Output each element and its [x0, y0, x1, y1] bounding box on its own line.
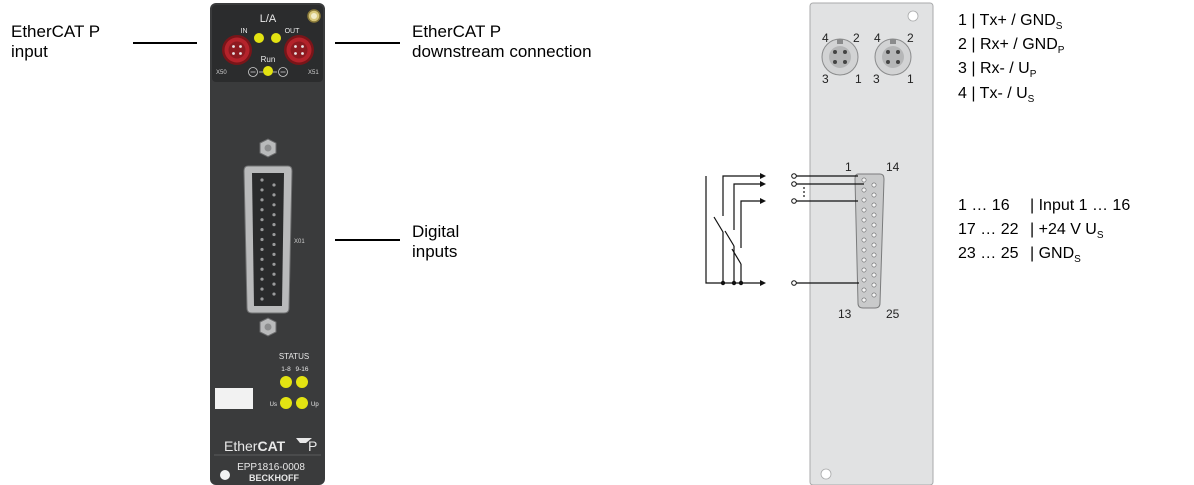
dsub-pin [260, 208, 264, 212]
legend-signal: | GND [1030, 245, 1075, 263]
digital-inputs-label: Digital inputs [412, 222, 459, 262]
ethercat-p-input-label: EtherCAT P input [11, 22, 100, 62]
dsub-legend-row: 1 … 16 | Input 1 … 16 [958, 197, 1130, 221]
dsub-pin [260, 218, 264, 222]
digital-inputs-line1: Digital [412, 222, 460, 241]
status-label: STATUS [279, 352, 309, 361]
mounting-hole-top-inner [311, 13, 317, 19]
dsub-pin [272, 242, 276, 247]
us-led-label: Us [270, 402, 277, 408]
dsub-pin [272, 262, 276, 266]
dsub-pin [260, 257, 264, 261]
m8-output-connector[interactable] [284, 35, 314, 65]
mounting-hole-bottom [220, 470, 230, 480]
la-label: L/A [260, 13, 277, 25]
minus-symbol-left-icon [248, 67, 258, 77]
up-led-label: Up [311, 402, 319, 408]
legend-pin-range: 23 … 25 [958, 245, 1019, 263]
dsub-pin [260, 198, 264, 202]
ethercat-p-input-line2: input [11, 42, 48, 61]
dsub-pin [260, 297, 264, 301]
digital-inputs-line2: inputs [412, 242, 458, 261]
dsub-pin [260, 237, 264, 242]
in-label: IN [241, 28, 248, 35]
la-in-led [254, 33, 264, 43]
status-led-1-8 [280, 376, 292, 388]
m8-input-connector[interactable] [222, 35, 252, 65]
dsub-pin [272, 282, 276, 286]
x51-label: X51 [308, 70, 319, 76]
legend-subscript: P [1057, 45, 1065, 57]
svg-text:EtherCAT: EtherCAT [224, 438, 286, 454]
legend-pin-range: 1 … 16 [958, 197, 1010, 214]
legend-subscript: S [1074, 254, 1081, 266]
x01-label: X01 [294, 239, 305, 245]
dsub-pin [272, 252, 276, 256]
legend-subscript: S [1055, 21, 1063, 33]
legend-signal: Rx- / U [979, 60, 1030, 78]
ethercat-p-downstream-line2: downstream connection [412, 42, 592, 61]
run-label: Run [261, 55, 276, 64]
dsub-pin [272, 292, 276, 296]
m8-legend-row: 4 | Tx- / US [958, 84, 1035, 105]
legend-pin-range: 17 … 22 [958, 221, 1019, 239]
hex-screw-bottom-icon [259, 317, 277, 337]
dsub-front-pins [260, 178, 276, 301]
dsub-pin [260, 247, 264, 252]
dsub-pin [260, 277, 264, 281]
ethercat-p-downstream-label: EtherCAT P downstream connection [412, 22, 592, 62]
legend-subscript: S [1027, 93, 1035, 105]
dsub-pin [272, 203, 276, 207]
legend-subscript: S [1096, 230, 1104, 242]
ethercat-p-downstream-line1: EtherCAT P [412, 22, 502, 41]
ethercat-p-input-line1: EtherCAT P [11, 22, 101, 41]
dsub-pin [272, 232, 276, 237]
m8-legend-row: 2 | Rx+ / GNDP [958, 36, 1065, 57]
legend-signal: | Input 1 … 16 [1030, 197, 1131, 214]
dsub-pin [260, 188, 264, 192]
up-led [296, 397, 308, 409]
legend-pin-number: 2 [958, 36, 967, 54]
group1-label: 1-8 [281, 366, 291, 373]
model-number: EPP1816-0008 [237, 462, 305, 473]
la-out-led [271, 33, 281, 43]
brand-name: BECKHOFF [249, 473, 299, 483]
legend-signal: Rx+ / GND [979, 36, 1058, 54]
marking-label-area [215, 388, 253, 409]
minus-symbol-right-icon [278, 67, 288, 77]
dsub-pin [260, 178, 264, 182]
m8-legend-row: 1 | Tx+ / GNDS [958, 12, 1063, 33]
status-led-9-16 [296, 376, 308, 388]
dsub-legend-row: 17 … 22 | +24 V US [958, 221, 1130, 245]
run-led [263, 66, 273, 76]
legend-subscript: P [1029, 69, 1037, 81]
hex-screw-top-icon [259, 138, 277, 158]
dsub-legend-row: 23 … 25 | GNDS [958, 245, 1130, 269]
legend-signal: | +24 V U [1030, 221, 1097, 239]
legend-signal: Tx- / U [979, 84, 1028, 102]
dsub-pin [272, 223, 276, 227]
m8-legend-row: 3 | Rx- / UP [958, 60, 1037, 81]
dsub25-connector[interactable] [243, 165, 293, 314]
group2-label: 9-16 [295, 366, 308, 373]
legend-pin-number: 1 [958, 12, 967, 29]
dsub-pin [260, 227, 264, 232]
us-led [280, 397, 292, 409]
dsub-pin [260, 287, 264, 291]
x50-label: X50 [216, 70, 227, 76]
svg-text:P: P [308, 438, 317, 454]
ethercat-p-logo: EtherCAT P [224, 438, 317, 454]
dsub-pin-legend: 1 … 16| Input 1 … 16 17 … 22| +24 V US 2… [958, 197, 1130, 270]
legend-pin-number: 4 [958, 84, 967, 102]
legend-pin-number: 3 [958, 60, 967, 78]
out-label: OUT [285, 28, 301, 35]
dsub-pin [272, 272, 276, 276]
dsub-pin [272, 213, 276, 217]
legend-signal: Tx+ / GND [979, 12, 1056, 29]
dsub-pin [272, 193, 276, 197]
m8-pin-legend: 1 | Tx+ / GNDS 2 | Rx+ / GNDP 3 | Rx- / … [958, 12, 1064, 109]
dsub-pin [272, 183, 276, 187]
dsub-pin [260, 267, 264, 271]
